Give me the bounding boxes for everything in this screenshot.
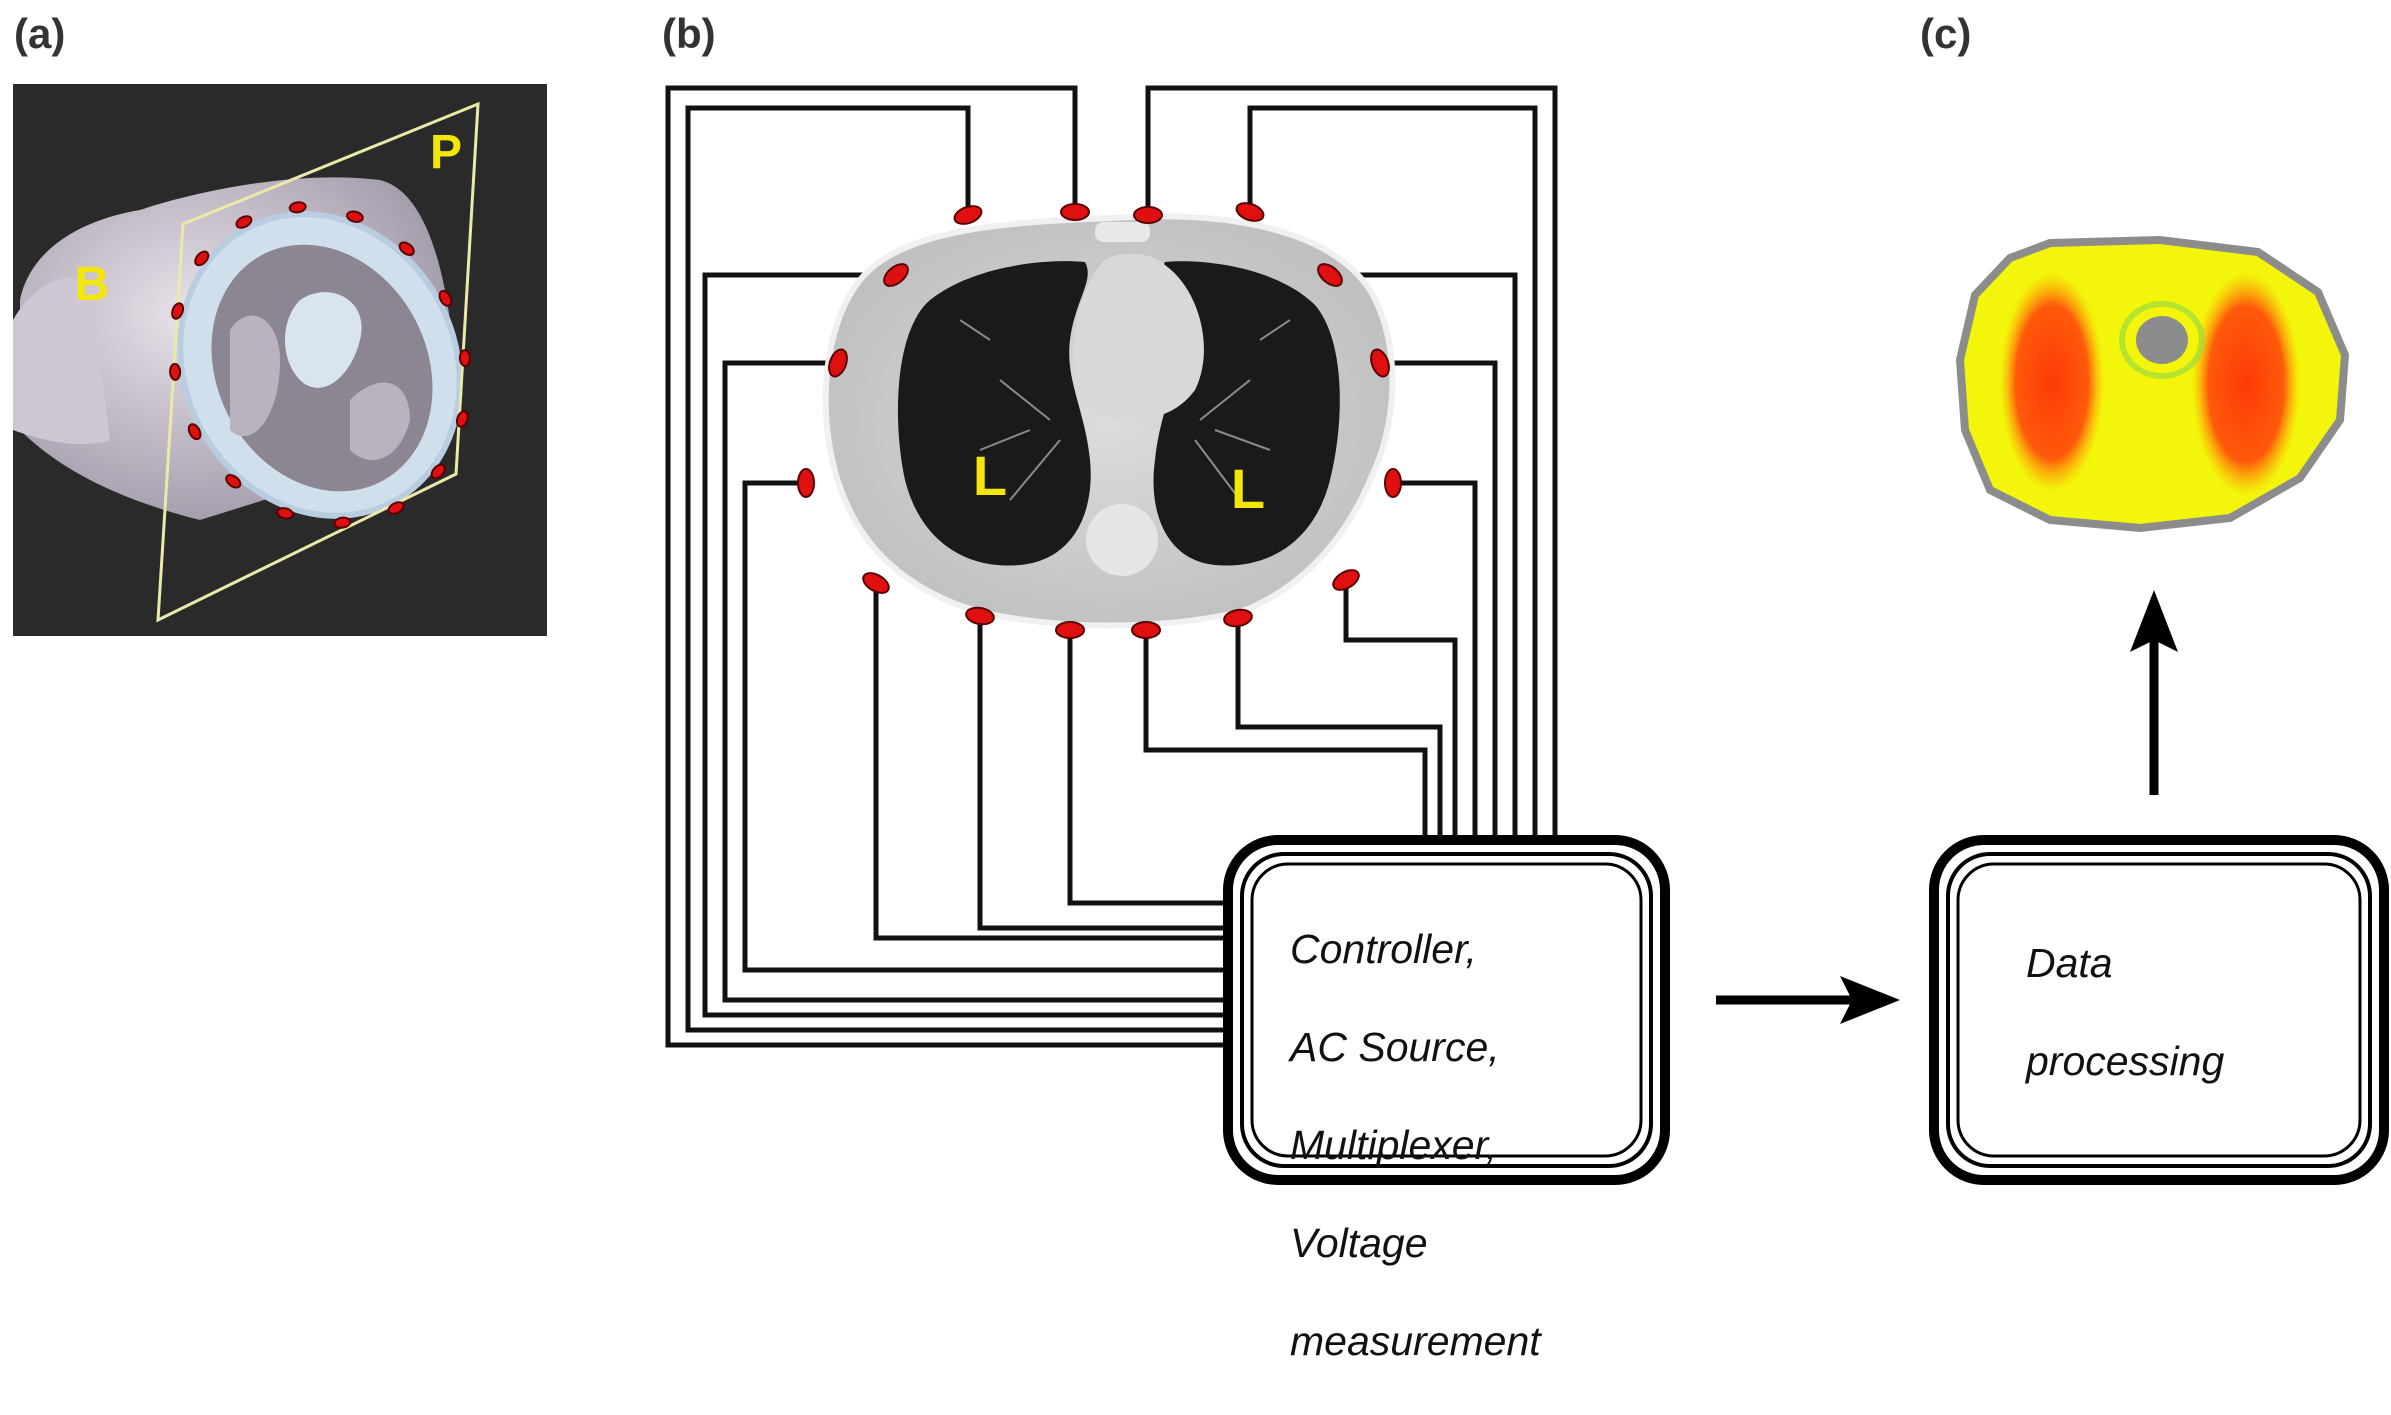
- panel-c-processing: [1929, 235, 2389, 1185]
- electrode: [194, 250, 210, 267]
- controller-box-outer: [1223, 835, 1670, 1185]
- lung-vessels: [959, 319, 1291, 501]
- electrode: [965, 606, 995, 626]
- wire: [722, 360, 1230, 1003]
- electrode: [169, 362, 182, 381]
- wire: [1343, 580, 1458, 840]
- panel-label-b: (b): [662, 10, 716, 57]
- spine: [1086, 504, 1158, 576]
- electrode: [1131, 621, 1161, 639]
- electrode: [187, 423, 202, 441]
- controller-line: Multiplexer,: [1290, 1122, 1498, 1168]
- processing-box-mid: [1946, 852, 2372, 1168]
- electrode: [458, 349, 471, 368]
- controller-line: AC Source,: [1290, 1024, 1500, 1070]
- lung-label-right: L: [1231, 457, 1265, 520]
- wire: [1393, 480, 1478, 840]
- controller-box-mid: [1240, 852, 1653, 1168]
- wire: [702, 272, 1230, 1018]
- controller-box-text: Controller, AC Source, Multiplexer, Volt…: [1290, 876, 1541, 1415]
- electrode: [883, 263, 909, 287]
- electrode-wires: [665, 85, 1558, 1048]
- electrode: [235, 215, 253, 229]
- eit-right-lung-region: [2192, 272, 2300, 496]
- ring-electrodes: [169, 201, 471, 529]
- processing-line: processing: [2026, 1038, 2225, 1084]
- mediastinum: [1074, 253, 1204, 420]
- eit-heart-halo: [2119, 301, 2205, 379]
- electrode: [288, 201, 307, 214]
- electrode: [953, 205, 983, 225]
- eit-left-lung-region: [2000, 272, 2104, 492]
- controller-line: measurement: [1290, 1318, 1541, 1364]
- electrode: [455, 410, 469, 428]
- wire: [1235, 618, 1443, 840]
- electrode: [438, 289, 453, 307]
- wire: [1145, 85, 1558, 840]
- electrode: [276, 507, 294, 520]
- electrode: [1317, 263, 1343, 287]
- electrode: [398, 241, 415, 256]
- plane-letter: P: [430, 126, 462, 179]
- electrode: [333, 516, 352, 529]
- processing-box-outer: [1929, 835, 2389, 1185]
- ct-cross-section: L L: [822, 213, 1396, 629]
- electrode: [862, 572, 890, 594]
- panel-label-a: (a): [14, 10, 66, 57]
- electrode: [225, 474, 242, 489]
- electrode: [1370, 348, 1390, 378]
- controller-box-inner: [1250, 862, 1643, 1158]
- wire: [1067, 630, 1230, 906]
- wire: [1143, 630, 1428, 840]
- torso-shoulder: [13, 277, 110, 445]
- wire: [1330, 272, 1518, 840]
- arrow-to-processing: [1716, 976, 1900, 1024]
- wire: [873, 583, 1230, 941]
- body-letter: B: [75, 258, 110, 311]
- electrode: [1332, 569, 1360, 591]
- electrode: [387, 501, 405, 515]
- panel-a-3d-render: B P: [13, 84, 547, 636]
- controller-box: [1223, 835, 1670, 1185]
- wire: [665, 85, 1230, 1048]
- wire: [1247, 105, 1538, 840]
- heart-shape: [285, 292, 362, 388]
- processing-line: Data: [2026, 940, 2113, 986]
- wire: [1380, 360, 1498, 840]
- wire: [685, 105, 1230, 1033]
- electrode: [797, 468, 815, 498]
- lung-label-left: L: [973, 444, 1007, 507]
- electrode: [828, 348, 848, 378]
- electrode: [1235, 202, 1265, 222]
- panel-b-electrode-setup: L L: [665, 85, 1670, 1185]
- electrode: [1384, 468, 1402, 498]
- eit-heart-region: [2136, 316, 2188, 364]
- ct-electrodes: [797, 202, 1402, 639]
- processing-box-inner: [1956, 862, 2362, 1158]
- electrode: [1223, 608, 1253, 628]
- electrode: [430, 463, 446, 480]
- electrode: [1133, 206, 1163, 224]
- controller-line: Controller,: [1290, 926, 1477, 972]
- wire: [742, 480, 1230, 973]
- panel-label-c: (c): [1920, 10, 1972, 57]
- electrode: [171, 302, 185, 320]
- lung-texture-left: [230, 315, 280, 437]
- figure-canvas: B P: [13, 84, 2389, 1185]
- electrode: [1055, 621, 1085, 639]
- electrode: [346, 210, 364, 223]
- sternum: [1095, 222, 1150, 242]
- lung-texture-right: [350, 382, 410, 460]
- arrow-up-head: [2130, 590, 2178, 652]
- left-lung: [897, 261, 1091, 566]
- processing-box-text: Data processing: [2026, 890, 2224, 1135]
- cutting-plane: [156, 101, 480, 623]
- wire: [977, 616, 1230, 931]
- controller-line: Voltage: [1290, 1220, 1428, 1266]
- electrode: [1060, 203, 1090, 221]
- eit-image: [1955, 235, 2350, 533]
